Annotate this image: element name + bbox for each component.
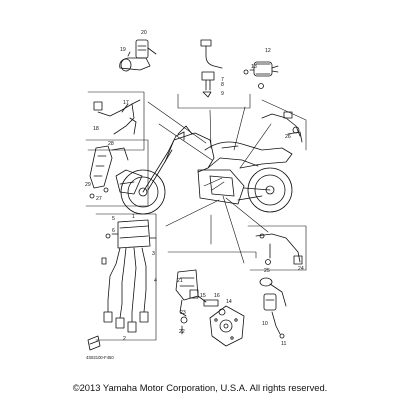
copyright-notice: ©2013 Yamaha Motor Corporation, U.S.A. A… bbox=[72, 382, 328, 393]
callout-15: 15 bbox=[200, 293, 206, 299]
callout-1: 1 bbox=[132, 214, 135, 220]
sensor-parts-7-9 bbox=[200, 39, 223, 98]
callout-26: 26 bbox=[285, 134, 291, 140]
callout-9: 9 bbox=[221, 91, 224, 97]
callout-22: 22 bbox=[179, 329, 185, 335]
motorcycle-outline bbox=[120, 125, 293, 215]
callout-7: 7 bbox=[221, 77, 224, 83]
stator-cover-14 bbox=[209, 305, 245, 347]
callout-bracket-lower-right bbox=[247, 225, 307, 271]
callout-bracket-mid-left bbox=[85, 139, 149, 207]
harness-17-18 bbox=[93, 99, 141, 135]
callout-19: 19 bbox=[120, 47, 126, 53]
callout-13: 13 bbox=[251, 64, 257, 70]
callout-4: 4 bbox=[154, 278, 157, 284]
ignition-coils-1-5 bbox=[101, 219, 157, 333]
harness-26 bbox=[261, 111, 303, 143]
connector-bottom-left bbox=[87, 335, 101, 351]
callout-20: 20 bbox=[141, 30, 147, 36]
callout-18: 18 bbox=[93, 126, 99, 132]
bracket-parts-27-29 bbox=[89, 145, 143, 199]
callout-3: 3 bbox=[152, 251, 155, 257]
callout-16: 16 bbox=[214, 293, 220, 299]
callout-27: 27 bbox=[96, 196, 102, 202]
callout-bracket-top bbox=[177, 93, 251, 109]
part-callouts: 1 2 3 4 5 6 7 8 9 10 11 12 13 14 15 16 1… bbox=[85, 30, 304, 347]
callout-bracket-lower-left bbox=[95, 213, 157, 341]
callout-11: 11 bbox=[281, 341, 286, 347]
sensor-parts-15-23 bbox=[175, 269, 226, 335]
callout-23: 23 bbox=[180, 310, 186, 316]
sensor-parts-24-25 bbox=[255, 233, 303, 265]
callout-24: 24 bbox=[298, 266, 304, 272]
callout-6: 6 bbox=[112, 228, 115, 234]
callout-14: 14 bbox=[226, 299, 232, 305]
callout-28: 28 bbox=[108, 141, 114, 147]
callout-8: 8 bbox=[221, 82, 224, 88]
callout-bracket-left bbox=[87, 91, 145, 151]
callout-10: 10 bbox=[262, 321, 268, 327]
relay-assembly-19-20 bbox=[119, 39, 157, 72]
sensor-parts-10-11 bbox=[259, 277, 287, 339]
callout-bracket-lower-center bbox=[167, 251, 257, 259]
callout-21: 21 bbox=[177, 278, 183, 284]
callout-bracket-right bbox=[261, 99, 307, 151]
callout-2: 2 bbox=[123, 336, 126, 342]
callout-12: 12 bbox=[265, 48, 271, 54]
leader-lines bbox=[147, 101, 272, 264]
ignition-part-12-13 bbox=[243, 61, 279, 89]
callout-25: 25 bbox=[264, 268, 270, 274]
callout-17: 17 bbox=[123, 100, 129, 106]
drawing-code: 4S82100-F450 bbox=[86, 355, 114, 360]
callout-5: 5 bbox=[112, 216, 115, 222]
callout-29: 29 bbox=[85, 182, 91, 188]
